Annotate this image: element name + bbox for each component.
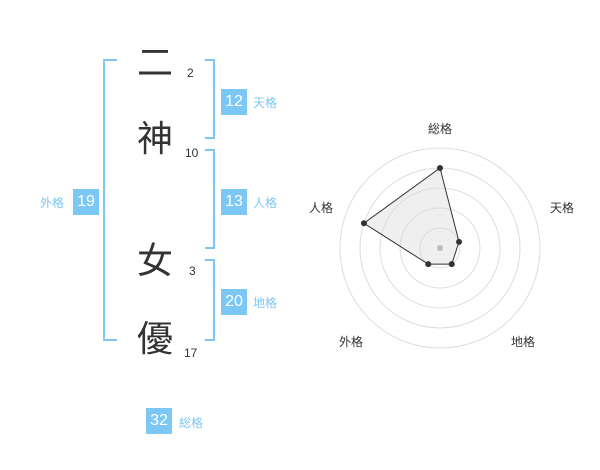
radar-grid-ring — [339, 147, 541, 349]
name-char-3: 女 — [136, 241, 173, 282]
tenkaku-badge: 12 — [221, 89, 247, 115]
radar-series-polygon — [363, 167, 460, 265]
gaikaku-bracket — [103, 59, 117, 341]
gaikaku-badge: 19 — [73, 189, 99, 215]
tenkaku-label: 天格 — [253, 96, 278, 110]
radar-center-dot — [437, 245, 443, 251]
radar-point — [425, 261, 432, 268]
jinkaku-bracket — [205, 149, 215, 249]
gaikaku-label: 外格 — [40, 196, 65, 210]
radar-axis-label-jinkaku: 人格 — [309, 201, 334, 215]
stroke-count-3: 3 — [189, 264, 196, 278]
name-char-4: 優 — [136, 319, 173, 360]
soukaku-badge: 32 — [146, 408, 172, 434]
chikaku-label: 地格 — [253, 296, 278, 310]
tenkaku-bracket — [205, 59, 215, 139]
radar-grid-ring — [419, 227, 461, 269]
stroke-count-4: 17 — [184, 346, 198, 360]
chikaku-bracket — [205, 259, 215, 341]
radar-point — [437, 165, 443, 171]
radar-grid-ring — [399, 207, 481, 289]
chikaku-badge: 20 — [221, 289, 247, 315]
radar-axis-label-tenkaku: 天格 — [550, 201, 575, 215]
radar-grid-ring — [379, 187, 501, 309]
jinkaku-badge: 13 — [221, 189, 247, 215]
radar-axis-label-chikaku: 地格 — [511, 335, 536, 349]
soukaku-label: 総格 — [179, 416, 204, 430]
radar-point — [448, 261, 455, 268]
radar-point — [456, 238, 463, 245]
name-char-1: 二 — [136, 43, 173, 84]
stroke-count-2: 10 — [185, 146, 199, 160]
name-char-2: 神 — [136, 119, 173, 160]
jinkaku-label: 人格 — [253, 196, 278, 210]
radar-axis-label-gaikaku: 外格 — [339, 335, 364, 349]
radar-axis-label-soukaku: 総格 — [428, 122, 453, 136]
radar-point — [360, 220, 367, 227]
stroke-count-1: 2 — [187, 66, 194, 80]
